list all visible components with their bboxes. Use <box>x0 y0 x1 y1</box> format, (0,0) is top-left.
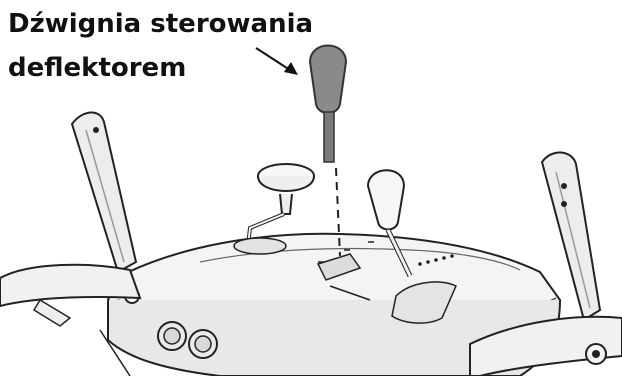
front-knob-left <box>158 322 186 350</box>
callout-arrow <box>256 48 298 75</box>
deflector-control-lever <box>310 46 346 257</box>
front-knob-right <box>189 330 217 358</box>
